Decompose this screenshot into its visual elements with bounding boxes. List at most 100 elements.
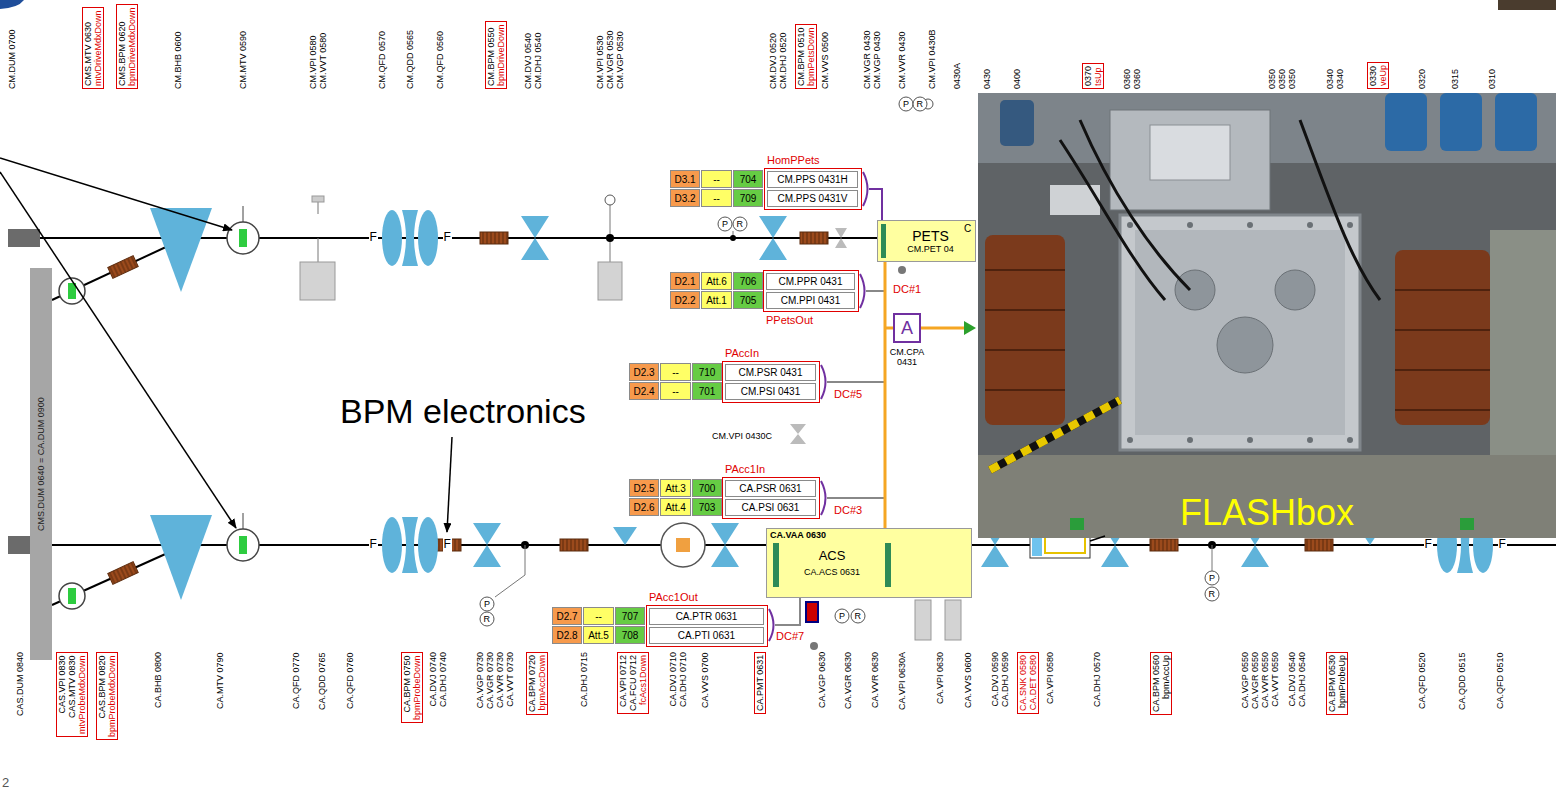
coupler-symbol	[860, 274, 865, 308]
device-label-column: CA.DVJ 0710CA.DHJ 0710	[668, 652, 688, 707]
device-name: CA.VGR 0630	[843, 652, 853, 709]
device-label-column: 03400340	[1325, 69, 1345, 89]
bpm-symbol	[108, 562, 138, 585]
device-name: CM.BPM 0510	[796, 27, 806, 86]
vacuum-equipment	[312, 196, 324, 202]
cell-text: --	[672, 386, 679, 397]
bending-magnet	[150, 208, 212, 600]
device-label-column: CA.VGP 0550CA.VGR 0550CA.VVR 0550CA.VVT …	[1240, 652, 1280, 709]
device-name: CM.BHB 0600	[173, 31, 183, 89]
equipment-photo	[1127, 222, 1133, 228]
device-name: CA.BPM 0530	[1327, 655, 1337, 712]
device-name: 0320	[1417, 69, 1427, 89]
cell-text: D2.5	[633, 483, 654, 494]
equipment-photo	[1385, 93, 1427, 151]
equipment-photo	[1347, 437, 1353, 443]
device-name: CM.DVJ 0540	[523, 32, 533, 89]
leader-arrow	[0, 158, 232, 230]
device-label-column: CA.VPI 0580	[1045, 652, 1055, 704]
slide-fragment	[1498, 0, 1556, 10]
equipment-photo	[1395, 409, 1490, 411]
device-name: CMS.BPM 0620	[117, 7, 127, 86]
equipment-photo	[1217, 317, 1273, 373]
bpm-symbol	[1150, 539, 1178, 551]
cell-text: D2.4	[633, 386, 654, 397]
device-name: CA.VVR 0550	[1260, 652, 1270, 709]
channel-cell: D2.3	[629, 363, 659, 381]
leader-arrow	[447, 437, 452, 532]
leader-arrow	[0, 158, 452, 532]
attenuator-cell: --	[701, 189, 732, 207]
cell-text: CA.PSI 0631	[742, 502, 800, 513]
device-cell: CM.PPS 0431H	[767, 171, 858, 188]
device-label-column: CA.VVR 0630	[870, 652, 880, 708]
gauge-circle	[835, 609, 849, 623]
screen-monitor	[239, 229, 247, 247]
current-monitor	[676, 538, 690, 552]
quadrupole-symbol	[418, 210, 438, 266]
cell-text: D2.7	[556, 611, 577, 622]
cell-text: --	[713, 174, 720, 185]
cell-text: CM.PPS 0431H	[777, 174, 848, 185]
screen-monitor	[239, 536, 247, 554]
device-name: CA.DHJ 0715	[579, 652, 589, 707]
device-name: CA.DVJ 0710	[668, 652, 678, 707]
equipment-photo	[1150, 125, 1230, 180]
cell-text: --	[672, 367, 679, 378]
attenuator-cell: --	[583, 607, 614, 625]
device-name: CA.DVJ 0590	[990, 652, 1000, 707]
device-label-column: CM.QDD 0565	[405, 30, 415, 89]
equipment-photo	[1247, 222, 1253, 228]
device-name: 0340	[1335, 69, 1345, 89]
device-name: 0340	[1325, 69, 1335, 89]
equipment-photo	[1080, 120, 1190, 290]
attenuator-cell: --	[701, 170, 732, 188]
valve-symbol	[473, 216, 1382, 567]
device-name: CA.QFD 0510	[1495, 652, 1505, 709]
signal-name: tsUp	[1093, 66, 1103, 86]
device-cell: CM.PPI 0431	[766, 292, 855, 309]
current-monitor	[661, 523, 705, 567]
equipment-photo	[1440, 93, 1482, 151]
cell-text: Att.5	[588, 630, 609, 641]
cell-text: CM.PPR 0431	[779, 276, 843, 287]
vacuum-equipment	[525, 545, 526, 575]
device-label-column: 035003500350	[1267, 69, 1297, 89]
signal-group: PPetsOutCM.PPR 0431CM.PPI 0431	[763, 270, 859, 312]
signal-box: CM.BPM 0510bpmPetsDown	[795, 24, 817, 89]
equipment-photo	[1060, 120, 1380, 300]
number-cell: 700	[692, 479, 722, 497]
number-cell: 707	[615, 607, 645, 625]
device-name: CM.DVJ 0520	[768, 32, 778, 89]
equipment-photo	[985, 269, 1065, 271]
device-name: CM.VPI 0580	[308, 33, 318, 89]
vacuum-equipment	[605, 195, 615, 205]
channel-cell: D2.5	[629, 479, 659, 497]
device-label-column: CA.VGP 0630	[817, 652, 827, 708]
device-name: CA.VVS 0600	[963, 652, 973, 708]
screen-monitor	[227, 222, 259, 254]
device-label-column: CA.VPI 0630	[935, 652, 945, 704]
channel-cell: D2.4	[629, 382, 659, 400]
gauge-letter: P	[484, 599, 490, 609]
beam-line	[52, 240, 181, 300]
device-name: CM.VGR 0530	[605, 30, 615, 89]
equipment-photo	[1460, 518, 1474, 530]
quadrupole-letter: F	[369, 231, 378, 245]
equipment-photo	[1110, 110, 1270, 210]
attenuator-cell: Att.4	[660, 498, 691, 516]
equipment-photo	[985, 235, 1065, 425]
device-name: CMS.MTV 0630	[83, 10, 93, 86]
cell-text: Att.4	[665, 502, 686, 513]
coupler-symbol	[866, 290, 885, 292]
channel-cell: D2.7	[552, 607, 582, 625]
number-cell: 710	[692, 363, 722, 381]
signal-name: bpmPetsDown	[806, 27, 816, 86]
device-name: CA.DHJ 0570	[1092, 652, 1102, 707]
device-label-column: CM.DVJ 0540CM.DHJ 0540	[523, 32, 543, 89]
slide-fragment	[0, 0, 1556, 10]
screen-monitor	[59, 583, 85, 609]
coupler-symbol	[863, 172, 868, 206]
gauge-circle	[851, 609, 865, 623]
structure-box: PETSCM.PET 04	[877, 220, 976, 262]
